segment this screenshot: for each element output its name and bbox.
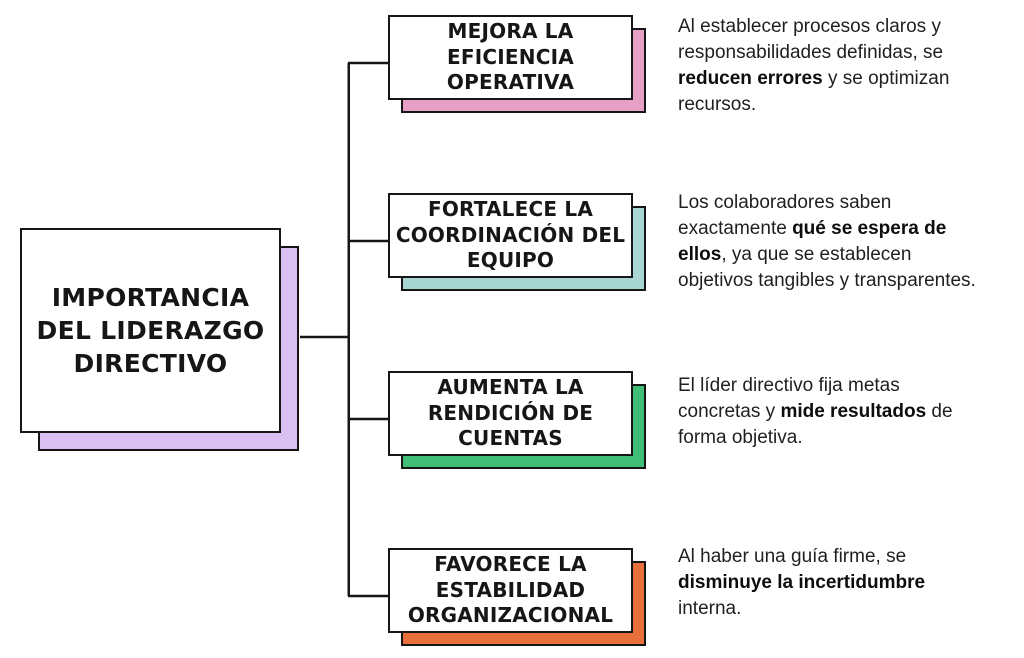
branch-description-organizational-stability: Al haber una guía firme, se disminuye la… xyxy=(678,546,926,619)
branch-description-team-coordination: Los colaboradores saben exactamente qué … xyxy=(678,192,976,291)
branch-description-accountability: El líder directivo fija metas concretas … xyxy=(678,375,953,448)
branch-description-operational-efficiency: Al establecer procesos claros y responsa… xyxy=(678,16,950,115)
